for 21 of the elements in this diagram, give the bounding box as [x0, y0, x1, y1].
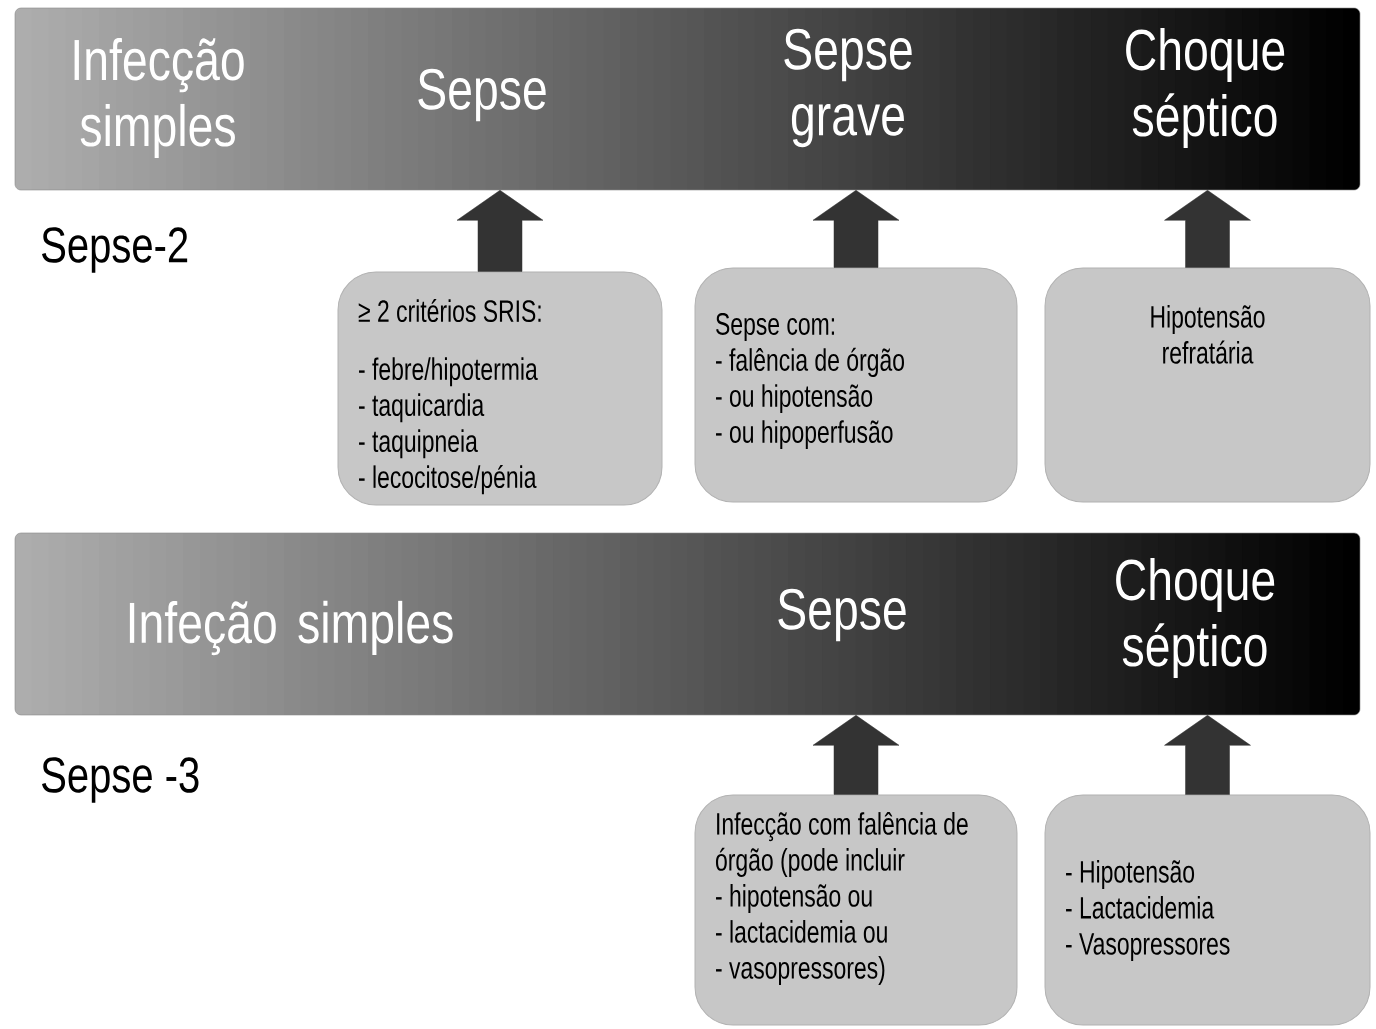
stage-label: Infeção simples	[129, 600, 453, 656]
criteria-box: ≥ 2 critérios SRIS: - febre/hipotermia - taquicardia - taquipneia - lecocitose/pénia	[337, 271, 663, 506]
stage-label: Choque séptico	[1116, 557, 1275, 678]
gradient-bar	[14, 532, 1361, 716]
stage-label: Choque séptico	[1126, 27, 1285, 148]
stage-label: Sepse	[778, 588, 906, 642]
criteria-box: Hipotensão refratária	[1044, 267, 1371, 503]
block-arrow	[1164, 190, 1251, 268]
block-arrow	[1164, 715, 1251, 795]
block-arrow	[456, 190, 544, 272]
scheme-label: Sepse-2	[42, 227, 188, 273]
criteria-box: Sepse com: - falência de órgão - ou hipotensão - ou hipoperfusão	[694, 267, 1018, 503]
criteria-box: - Hipotensão - Lactacidemia - Vasopressores	[1044, 794, 1371, 1026]
block-arrow	[812, 715, 900, 795]
scheme-label: Sepse -3	[42, 757, 199, 803]
stage-label: Sepse grave	[784, 28, 912, 148]
stage-label: Sepse	[418, 68, 546, 122]
criteria-box: Infecção com falência de órgão (pode incluir - hipotensão ou - lactacidemia ou - vasopressores)	[694, 794, 1018, 1026]
stage-label: Infecção simples	[74, 38, 244, 158]
block-arrow	[812, 190, 900, 268]
gradient-bar	[14, 7, 1361, 191]
